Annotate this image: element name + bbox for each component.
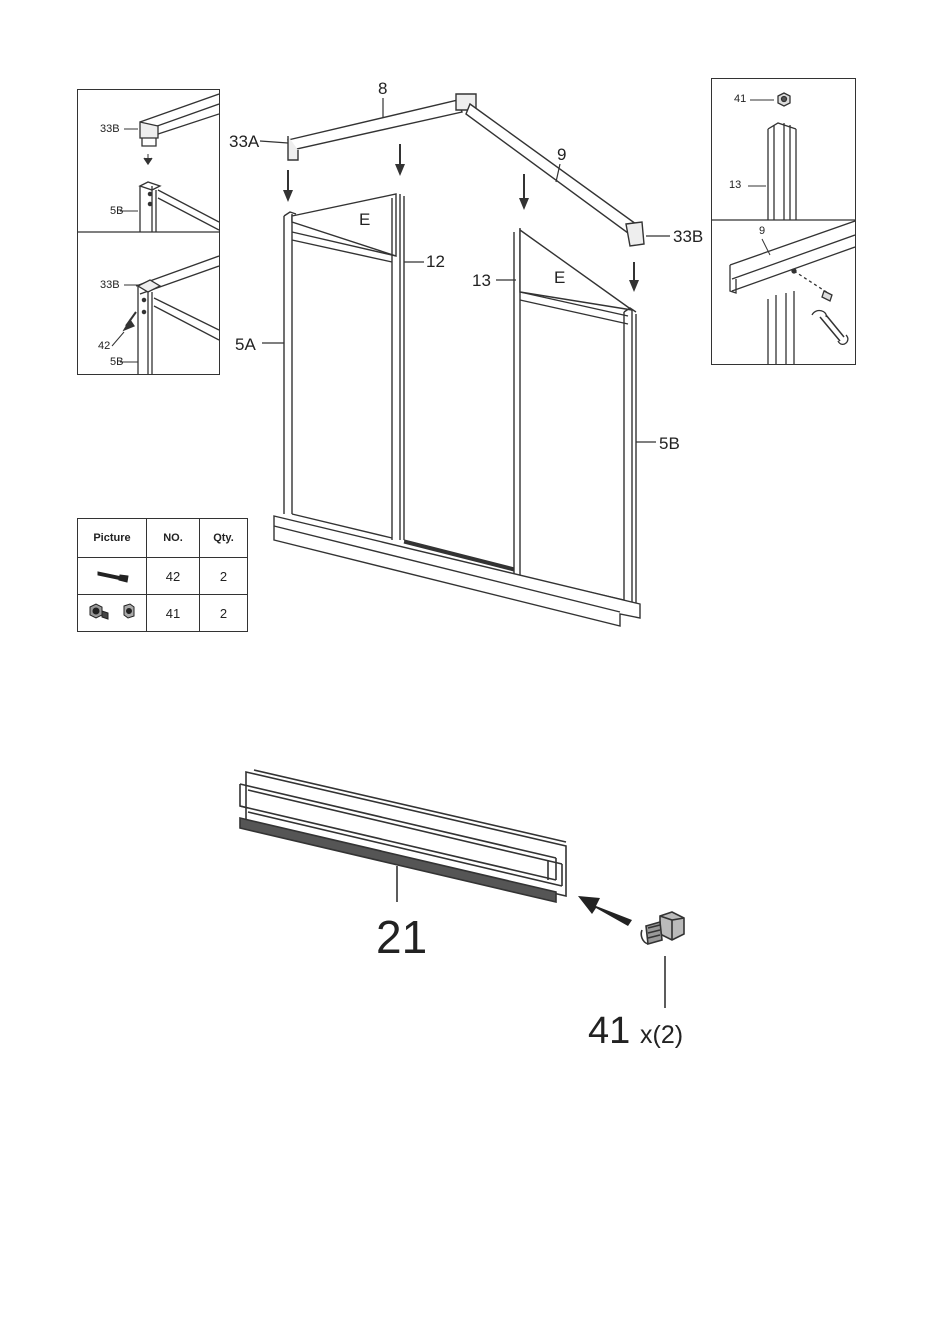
part-41-label: 41 xyxy=(588,1010,630,1053)
part-21-label: 21 xyxy=(376,910,427,964)
part-41-qty-label: x(2) xyxy=(640,1021,683,1050)
